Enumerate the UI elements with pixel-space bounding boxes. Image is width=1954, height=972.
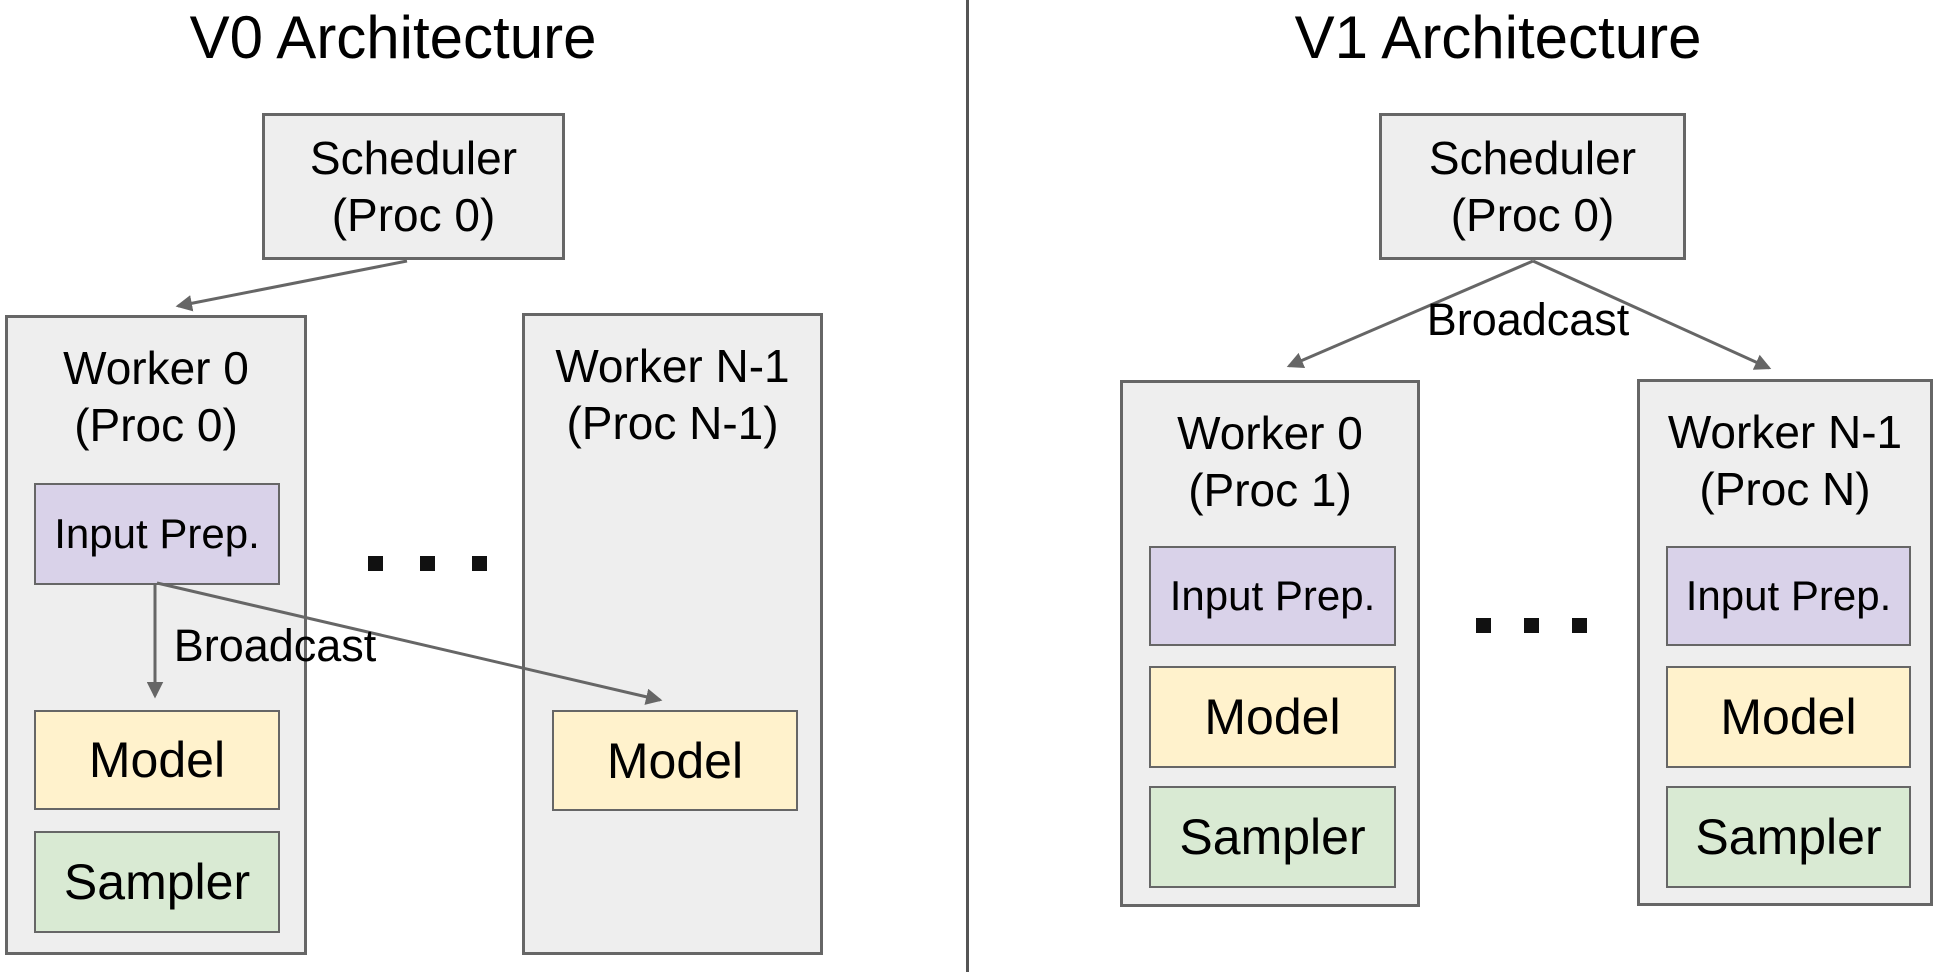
panel-divider (966, 0, 969, 972)
v0-ellipsis (368, 556, 487, 571)
v1-worker-n-node: Worker N-1 (Proc N) Input Prep. Model Sa… (1637, 379, 1933, 906)
model-node: Model (34, 710, 280, 810)
ellipsis-dot (1524, 618, 1539, 633)
input-prep-node: Input Prep. (34, 483, 280, 585)
scheduler-label: Scheduler (1428, 131, 1637, 184)
worker-title: Worker 0 (Proc 0) (8, 340, 304, 454)
v1-ellipsis (1476, 618, 1587, 633)
worker-name-label: Worker N-1 (1667, 406, 1903, 458)
worker-proc-label: (Proc N) (1699, 463, 1871, 515)
scheduler-label: Scheduler (309, 131, 518, 184)
v0-panel-title: V0 Architecture (189, 4, 597, 71)
ellipsis-dot (420, 556, 435, 571)
v1-broadcast-label: Broadcast (1426, 294, 1630, 345)
sampler-node: Sampler (1666, 786, 1911, 888)
worker-proc-label: (Proc 1) (1188, 464, 1352, 516)
v1-worker-0-node: Worker 0 (Proc 1) Input Prep. Model Samp… (1120, 380, 1420, 907)
v1-scheduler-node: Scheduler (Proc 0) (1379, 113, 1686, 260)
ellipsis-dot (368, 556, 383, 571)
v1-panel-title: V1 Architecture (1294, 4, 1702, 71)
worker-name-label: Worker 0 (1177, 407, 1363, 459)
sampler-node: Sampler (34, 831, 280, 933)
worker-title: Worker N-1 (Proc N) (1640, 404, 1930, 518)
ellipsis-dot (1572, 618, 1587, 633)
worker-name-label: Worker N-1 (555, 340, 790, 392)
worker-proc-label: (Proc 0) (74, 399, 238, 451)
v0-worker-n-node: Worker N-1 (Proc N-1) Model (522, 313, 823, 955)
ellipsis-dot (1476, 618, 1491, 633)
worker-proc-label: (Proc N-1) (566, 397, 779, 449)
sampler-node: Sampler (1149, 786, 1396, 888)
ellipsis-dot (472, 556, 487, 571)
model-node: Model (552, 710, 798, 811)
worker-title: Worker 0 (Proc 1) (1123, 405, 1417, 519)
model-node: Model (1666, 666, 1911, 768)
arrow-v0-scheduler-to-worker0 (175, 259, 408, 312)
scheduler-proc-label: (Proc 0) (331, 188, 496, 241)
worker-title: Worker N-1 (Proc N-1) (525, 338, 820, 452)
v0-broadcast-label: Broadcast (173, 620, 377, 671)
scheduler-proc-label: (Proc 0) (1450, 188, 1615, 241)
input-prep-node: Input Prep. (1149, 546, 1396, 646)
model-node: Model (1149, 666, 1396, 768)
input-prep-node: Input Prep. (1666, 546, 1911, 646)
v0-scheduler-node: Scheduler (Proc 0) (262, 113, 565, 260)
worker-name-label: Worker 0 (63, 342, 249, 394)
